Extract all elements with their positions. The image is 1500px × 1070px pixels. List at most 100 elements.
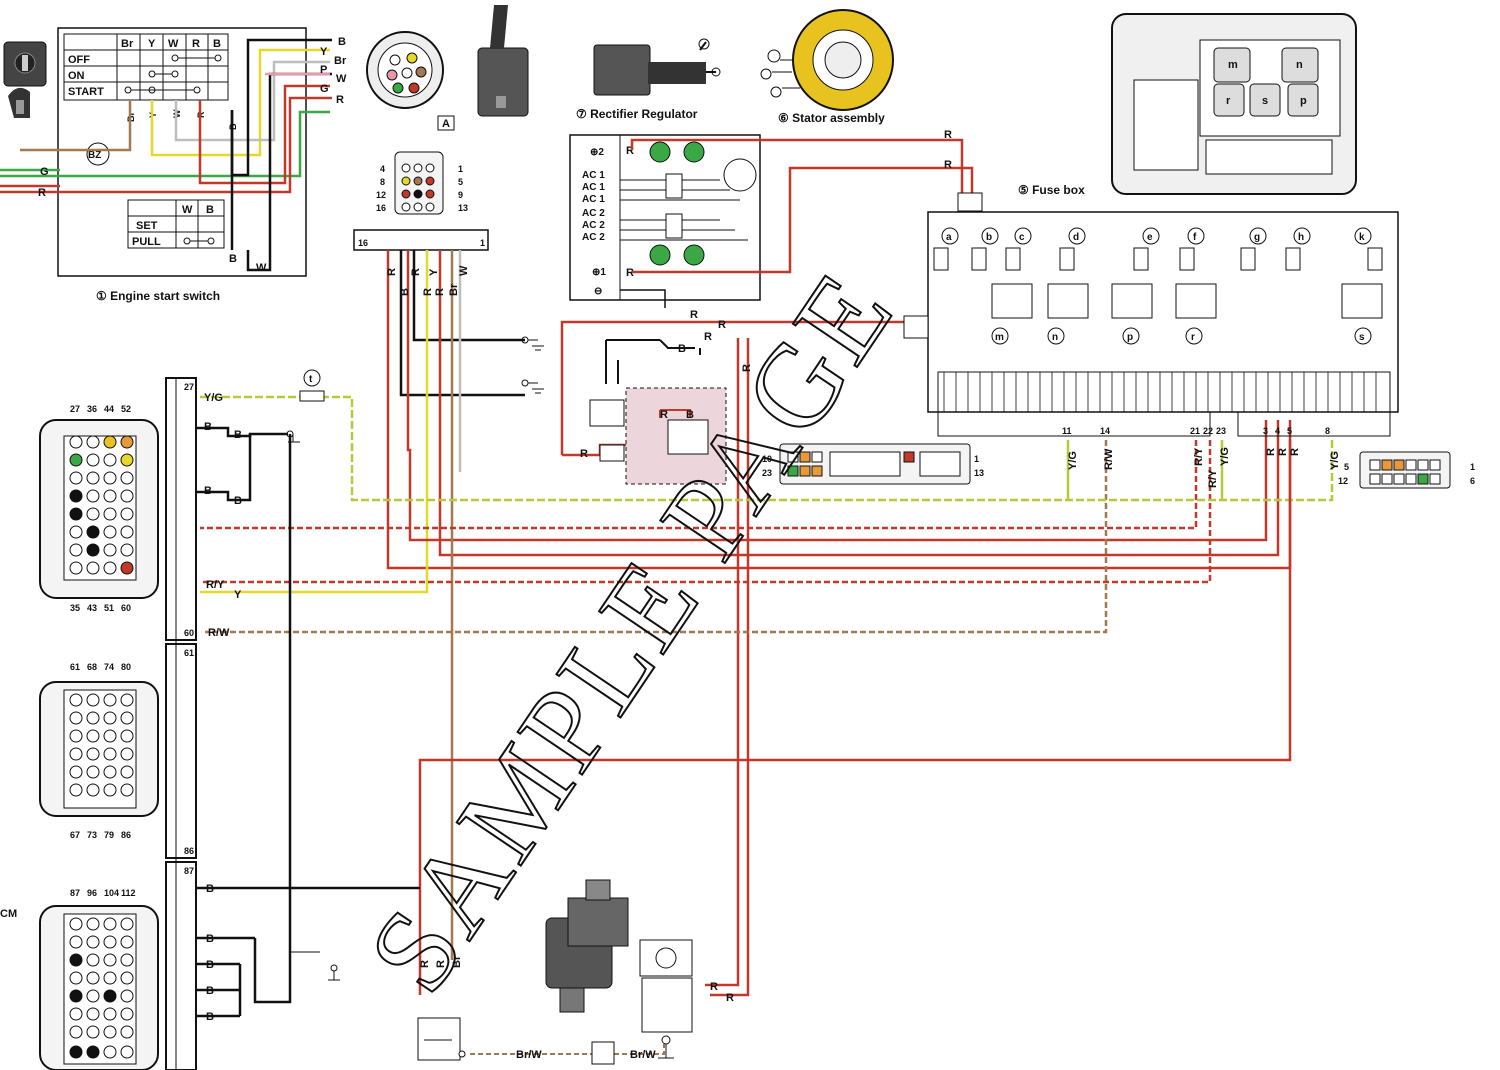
reg-pin-ac2b: AC 2	[582, 220, 605, 231]
rectifier-regulator-caption: ⑦ Rectifier Regulator	[576, 107, 698, 121]
c23-rb: 13	[974, 468, 984, 478]
ecm-wire-b4: B	[234, 495, 242, 507]
ground-symbols-mid	[521, 336, 544, 394]
c16-wires	[200, 250, 1292, 960]
starter-relay-schematic	[639, 939, 693, 1059]
reg-out-r2: R	[626, 267, 634, 279]
brw-wire	[470, 1044, 665, 1055]
relay-r: r	[1191, 332, 1195, 343]
buzzer-label: BZ	[88, 150, 101, 161]
ecm-wire-yg: Y/G	[204, 392, 223, 404]
c16-bar-right: 1	[480, 238, 485, 248]
fb-wire-3: R	[1265, 448, 1277, 456]
fuse-in-r1: R	[944, 129, 952, 141]
bat-wire-b: B	[678, 343, 686, 355]
key-switch-icon	[3, 41, 47, 118]
conn-a-wire-br: Br	[334, 55, 347, 67]
ecm2-bot-2: 79	[104, 830, 114, 840]
ecm-terminal-strip: 27 60 61 86 87	[165, 377, 197, 1070]
reg-pin-plus1: ⊕1	[592, 267, 606, 278]
left-wire-r: R	[38, 187, 46, 199]
fuse-a: a	[946, 232, 952, 243]
ecm2-bot-0: 67	[70, 830, 80, 840]
buzzer-icon	[86, 142, 110, 166]
relay-p: p	[1127, 332, 1133, 343]
t-marker: t	[299, 369, 325, 402]
bat-wire-r5: R	[580, 448, 588, 460]
ecm-wire-ry: R/Y	[206, 579, 225, 591]
relay-s: s	[1359, 332, 1365, 343]
ecm-wire-b9: B	[206, 1011, 214, 1023]
fb-wire-14: R/W	[1103, 448, 1115, 470]
brw-fuse	[591, 1041, 615, 1065]
conn-a-wire-g: G	[320, 83, 329, 95]
reg-pin-ac1b: AC 1	[582, 182, 605, 193]
connector-16pin: 4 8 12 16 1 5 9 13 16 1	[353, 151, 489, 251]
ecm2-top-3: 80	[121, 662, 131, 672]
ecm-wire-b1: B	[204, 421, 212, 433]
fuse-c: c	[1019, 232, 1025, 243]
ecm1-top-0: 27	[70, 404, 80, 414]
col-b: B	[213, 38, 221, 50]
fb-pin-4: 4	[1275, 426, 1280, 436]
ecm-wire-rw: R/W	[208, 627, 230, 639]
col-br: Br	[121, 38, 134, 50]
ecm3-top-0: 87	[70, 888, 80, 898]
throttle-lever-icon	[477, 5, 529, 117]
fb-wire-21: R/Y	[1193, 447, 1205, 466]
c12-lb: 12	[1338, 476, 1348, 486]
starter-wire-r1: R	[710, 981, 718, 993]
col-r: R	[192, 38, 200, 50]
c23-lt: 10	[762, 454, 772, 464]
brw-label-1: Br/W	[516, 1049, 542, 1061]
round-connector-a: A	[366, 31, 455, 131]
c16-bar-left: 16	[358, 238, 368, 248]
c16-w5: Y	[428, 268, 440, 276]
c16-l1: 4	[380, 164, 385, 174]
bat-wire-r2: R	[718, 319, 726, 331]
ecm-connector-2: 61 68 74 80 67 73 79 86	[39, 662, 159, 840]
reg-pin-plus2: ⊕2	[590, 147, 604, 158]
c23-lb: 23	[762, 468, 772, 478]
bat-wire-r1: R	[690, 309, 698, 321]
row-start: START	[68, 86, 104, 98]
fb-pin-11: 11	[1062, 426, 1072, 436]
ecm-wire-b5: B	[206, 883, 214, 895]
conn-a-wire-r: R	[336, 94, 344, 106]
starter-motor-icon	[545, 879, 629, 1013]
ecm3-top-1: 96	[87, 888, 97, 898]
ecm-wire-y: Y	[234, 589, 242, 601]
relay-n: n	[1052, 332, 1058, 343]
c16-l2: 8	[380, 177, 385, 187]
ecm-wire-b6: B	[206, 933, 214, 945]
c16-l4: 16	[376, 203, 386, 213]
ecm-wire-b3: B	[204, 485, 212, 497]
reg-out-r1: R	[626, 145, 634, 157]
regulator-schematic: ⊕2 AC 1 AC 1 AC 1 AC 2 AC 2 AC 2 ⊕1 ⊖ R …	[569, 134, 761, 301]
pull-wire-w: W	[256, 262, 267, 274]
pull-col-w: W	[182, 204, 193, 216]
fb-pin-14: 14	[1100, 426, 1110, 436]
col-w: W	[168, 38, 179, 50]
ss-wire-r1: R	[419, 960, 431, 968]
pull-row-set: SET	[136, 220, 158, 232]
fb-wire-23: Y/G	[1219, 447, 1231, 466]
fb-pin-21: 21	[1190, 426, 1200, 436]
switch-box	[57, 27, 307, 277]
fb-wire-11: Y/G	[1067, 451, 1079, 470]
ecm1-bot-2: 51	[104, 603, 114, 613]
reg-pin-ac1c: AC 1	[582, 194, 605, 205]
c16-w6: R	[434, 288, 446, 296]
ecm1-top-3: 52	[121, 404, 131, 414]
brw-label-2: Br/W	[630, 1049, 656, 1061]
fb-pin-22: 22	[1203, 426, 1213, 436]
fuse-h: h	[1298, 232, 1304, 243]
ecm3-top-2: 104	[104, 888, 119, 898]
fbp-r: r	[1226, 95, 1231, 107]
fuse-box-photo: m n r s p	[1111, 13, 1357, 195]
relay-m: m	[995, 332, 1004, 343]
row-off: OFF	[68, 54, 90, 66]
ecm-range2-start: 61	[184, 648, 194, 658]
c12-lt: 5	[1344, 462, 1349, 472]
